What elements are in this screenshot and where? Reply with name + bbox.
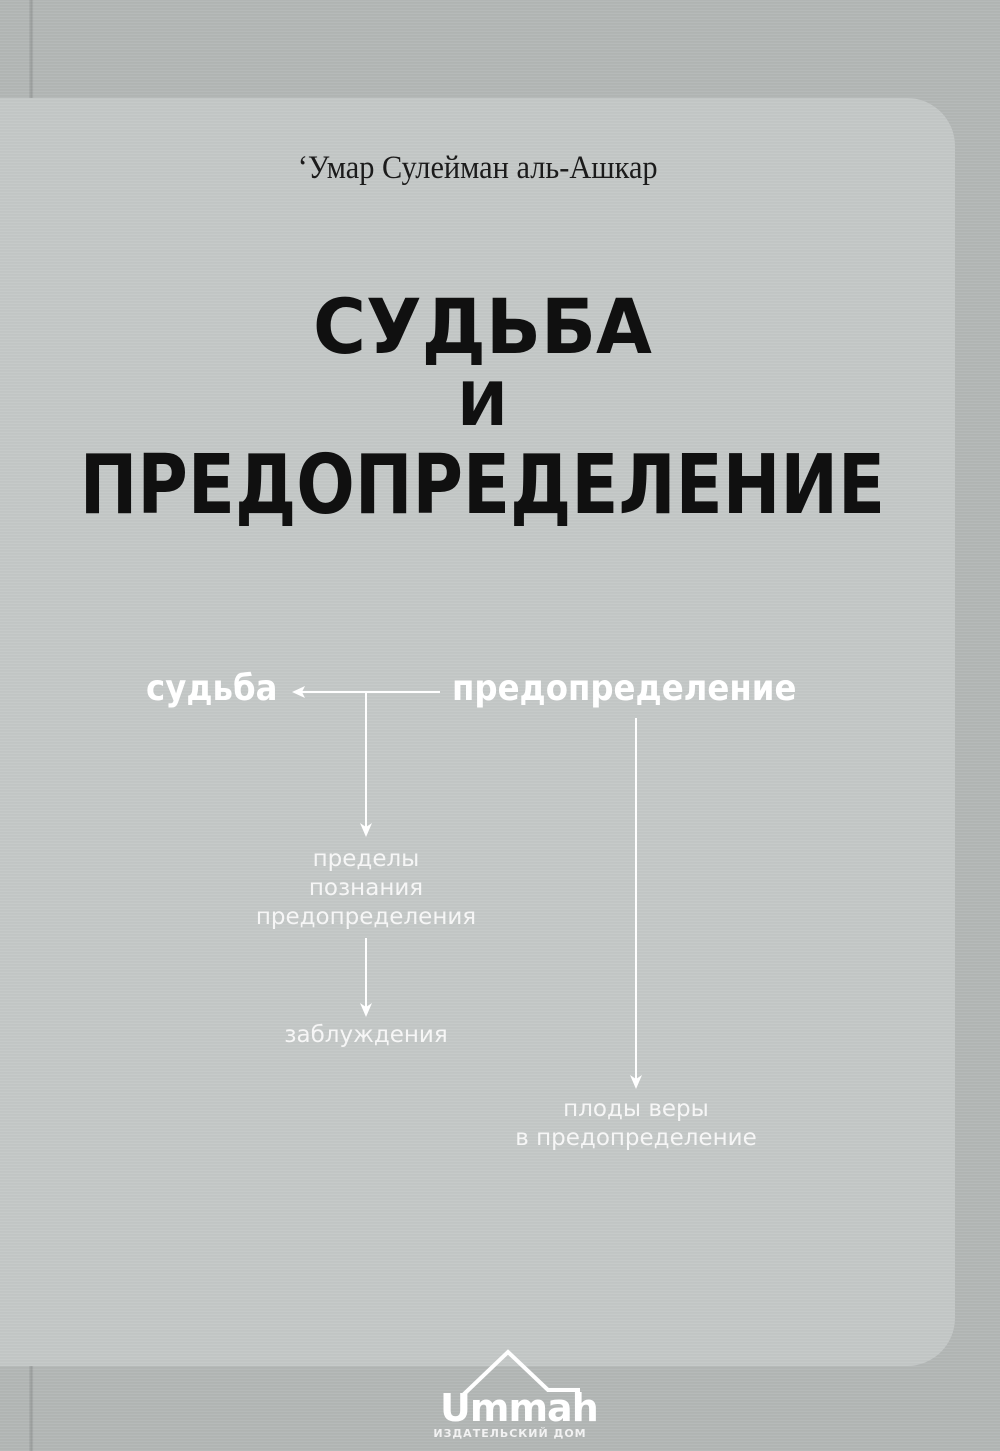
limits-line-2: познания [308,875,424,901]
arrowhead-down-icon [360,1003,372,1017]
diagram-label-fate: судьба [146,668,278,709]
title-line-2: И [457,370,508,440]
diagram-label-fruits: плоды веры в предопределение [486,1095,786,1153]
fruits-line-2: в предопределение [515,1125,757,1151]
title-line-3: ПРЕДОПРЕДЕЛЕНИЕ [79,438,886,533]
publisher-logo-name: Ummah [440,1386,599,1430]
limits-line-1: пределы [312,846,420,872]
author-name: ‘Умар Сулейман аль-Ашкар [297,150,658,186]
fruits-line-1: плоды веры [563,1096,709,1122]
diagram-label-limits: пределы познания предопределения [236,845,496,932]
limits-line-3: предопределения [255,904,477,930]
arrowhead-down-icon [360,823,372,837]
cover-panel [0,98,955,1366]
diagram-label-predestination: предопределение [452,668,797,709]
arrowhead-down-icon [630,1075,642,1089]
title-line-1: СУДЬБА [313,282,652,371]
diagram-label-errors: заблуждения [284,1022,448,1048]
publisher-logo-subtitle: ИЗДАТЕЛЬСКИЙ ДОМ [433,1427,587,1440]
publisher-roof-icon [460,1349,580,1398]
arrowhead-left-icon [292,686,305,698]
